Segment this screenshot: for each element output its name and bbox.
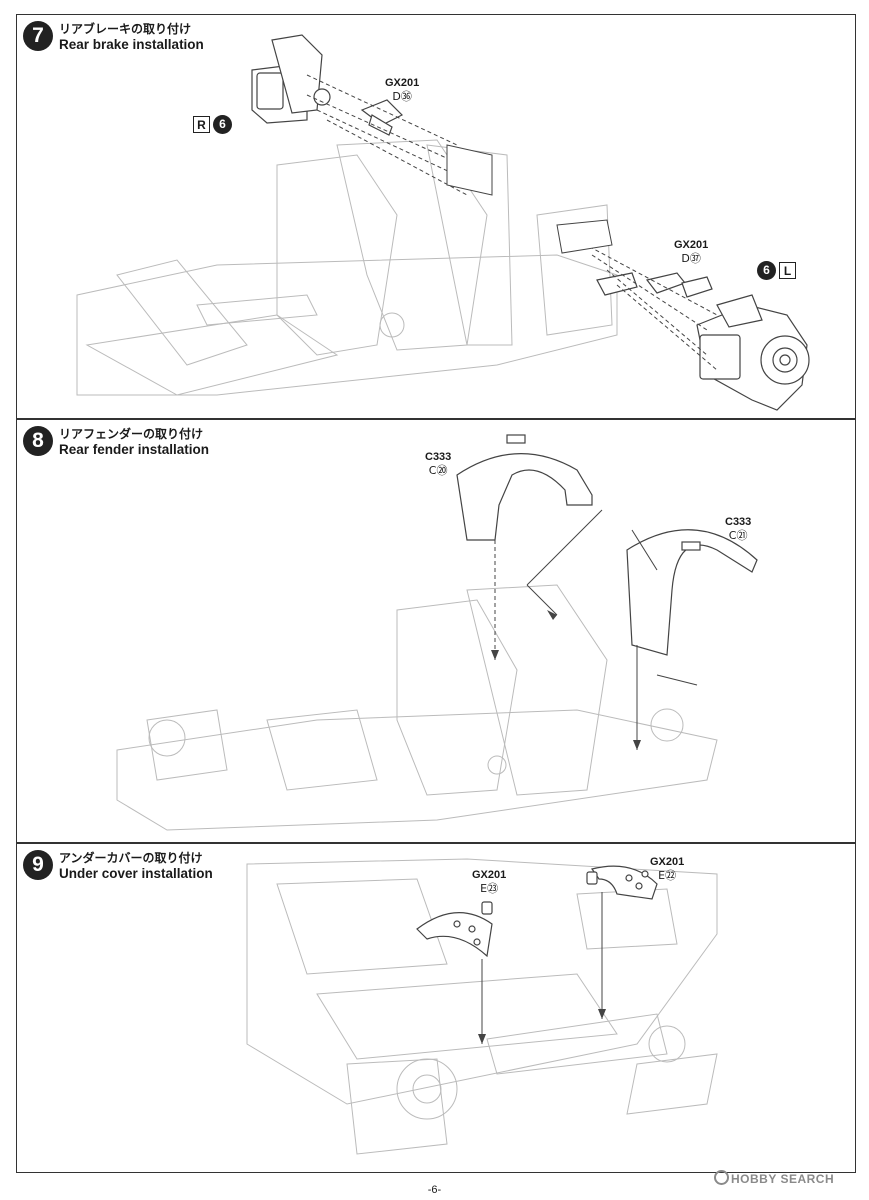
under-cover-diagram: [246, 858, 718, 1155]
part-label-e22: GX201 E㉒: [650, 856, 684, 882]
part-code: C333: [725, 516, 752, 528]
part-ref: E㉓: [480, 882, 499, 895]
part-label-d37: GX201 D㊲: [674, 239, 708, 265]
step-7-panel: 7 リアブレーキの取り付け Rear brake installation: [16, 14, 856, 419]
rear-brake-diagram: [76, 34, 810, 411]
step-number-badge: 9: [23, 850, 53, 880]
side-ref: 6: [213, 115, 232, 134]
step-title-ja: リアフェンダーの取り付け: [59, 427, 204, 441]
step-title-en: Rear brake installation: [59, 37, 204, 52]
side-letter: R: [193, 116, 210, 133]
step-title-en: Under cover installation: [59, 866, 213, 881]
step-8-panel: 8 リアフェンダーの取り付け Rear fender installation: [16, 419, 856, 843]
part-ref: D㊱: [392, 90, 412, 103]
part-ref: E㉒: [658, 869, 677, 882]
hobby-search-watermark: HOBBY SEARCH: [714, 1170, 834, 1186]
part-label-e23: GX201 E㉓: [472, 869, 506, 895]
part-code: GX201: [650, 856, 685, 868]
step-9-panel: 9 アンダーカバーの取り付け Under cover installation: [16, 843, 856, 1173]
side-ref: 6: [757, 261, 776, 280]
rear-fender-diagram: [116, 434, 758, 831]
part-code: GX201: [385, 77, 420, 89]
part-code: GX201: [472, 869, 507, 881]
part-label-c21: C333 C㉑: [725, 516, 751, 542]
part-label-d36: GX201 D㊱: [385, 77, 419, 103]
side-tag-right: R 6: [193, 115, 232, 134]
part-code: GX201: [674, 239, 709, 251]
part-ref: C㉑: [728, 529, 748, 542]
part-label-c20: C333 C⑳: [425, 451, 451, 477]
watermark-text: HOBBY SEARCH: [731, 1172, 835, 1186]
step-number-badge: 8: [23, 426, 53, 456]
page-number: -6-: [427, 1184, 442, 1196]
step-title-ja: リアブレーキの取り付け: [59, 22, 192, 36]
step-title-ja: アンダーカバーの取り付け: [59, 851, 203, 865]
hobby-search-logo-icon: [714, 1170, 729, 1185]
step-title-en: Rear fender installation: [59, 442, 210, 457]
side-letter: L: [779, 262, 796, 279]
side-tag-left: 6 L: [757, 261, 796, 280]
step-number-badge: 7: [23, 21, 53, 51]
part-code: C333: [425, 451, 452, 463]
part-ref: D㊲: [681, 252, 701, 265]
part-ref: C⑳: [428, 464, 448, 477]
